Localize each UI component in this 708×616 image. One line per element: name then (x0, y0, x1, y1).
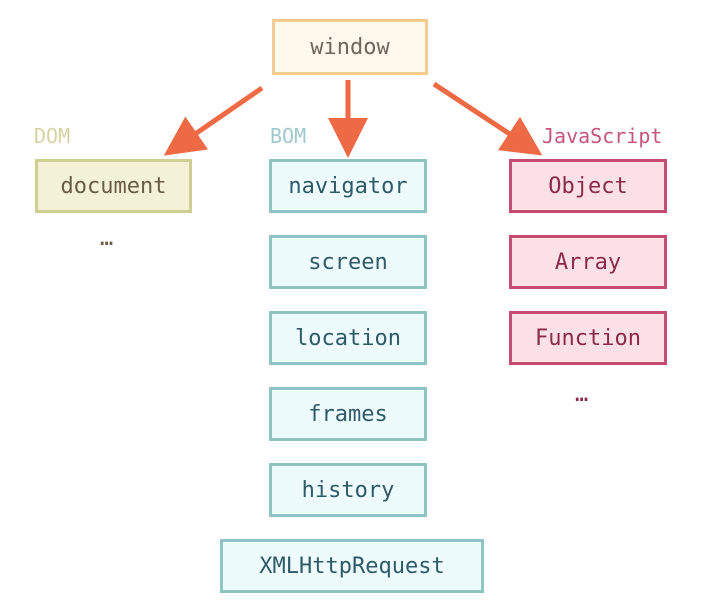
bom-node-screen: screen (269, 235, 427, 289)
arrow-to-dom (163, 85, 264, 156)
bom-node-location: location (269, 311, 427, 365)
dom-node-document: document (35, 159, 192, 213)
bom-node-frames: frames (269, 387, 427, 441)
dom-category-label: DOM (34, 124, 71, 148)
bom-node-navigator: navigator (269, 159, 427, 213)
arrow-to-js (432, 81, 543, 156)
js-node-function: Function (509, 311, 667, 365)
javascript-category-label: JavaScript (542, 124, 663, 148)
js-node-object: Object (509, 159, 667, 213)
bom-node-history: history (269, 463, 427, 517)
dom-ellipsis: … (100, 226, 114, 251)
js-ellipsis: … (575, 382, 589, 407)
window-node: window (272, 19, 428, 75)
bom-category-label: BOM (270, 124, 307, 148)
bom-node-xmlhttprequest: XMLHttpRequest (220, 539, 484, 593)
js-node-array: Array (509, 235, 667, 289)
